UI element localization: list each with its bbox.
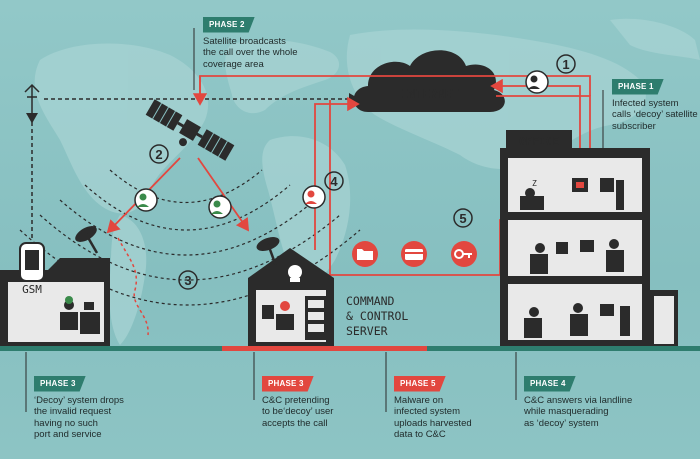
caption-line: having no such bbox=[34, 417, 98, 429]
caption-line: uploads harvested bbox=[394, 417, 472, 429]
server-label-line3: SERVER bbox=[346, 324, 388, 338]
caption-line: while masquerading bbox=[524, 406, 609, 417]
ground-line bbox=[0, 346, 700, 351]
caption-line: port and service bbox=[34, 429, 102, 440]
office-label: OFFICE bbox=[519, 135, 559, 148]
caption-line: Infected system bbox=[612, 97, 679, 109]
phase5-tag: PHASE 5 bbox=[394, 376, 446, 392]
step-markers: 1 2 3 4 5 bbox=[149, 54, 576, 290]
caption-line: coverage area bbox=[203, 58, 264, 70]
dropped-signal bbox=[117, 237, 149, 336]
caption-line: infected system bbox=[394, 406, 460, 417]
gsm-label: GSM bbox=[22, 283, 42, 296]
caption-phase5: PHASE 5 Malware on infected system uploa… bbox=[394, 376, 472, 441]
caption-line: data to C&C bbox=[394, 429, 446, 440]
phase2-tag: PHASE 2 bbox=[203, 17, 255, 33]
caption-phase3-gsm: PHASE 3 ‘Decoy’ system drops the invalid… bbox=[34, 376, 124, 441]
server-label-line2: & CONTROL bbox=[346, 309, 408, 323]
caption-line: Satellite broadcasts bbox=[203, 35, 286, 47]
caption-phase2-top: PHASE 2 Satellite broadcasts the call ov… bbox=[203, 17, 298, 70]
internet-label: INTERNET bbox=[401, 87, 459, 101]
caption-line: calls ‘decoy’ satellite bbox=[612, 109, 698, 120]
caption-line: accepts the call bbox=[262, 417, 328, 429]
server-label-line1: COMMAND bbox=[346, 294, 395, 308]
phase1-tag: PHASE 1 bbox=[612, 79, 664, 95]
cnc-server-building bbox=[248, 237, 334, 346]
step-4: 4 bbox=[330, 174, 338, 189]
phase3-tag: PHASE 3 bbox=[262, 376, 314, 392]
phase4-tag: PHASE 4 bbox=[524, 376, 576, 392]
caption-line: C&C answers via landline bbox=[524, 394, 633, 406]
step-5: 5 bbox=[459, 211, 466, 226]
caption-line: ‘Decoy’ system drops bbox=[34, 394, 124, 406]
sleeping-zzz: Z bbox=[532, 179, 537, 188]
caption-line: C&C pretending bbox=[262, 394, 330, 406]
internet-cloud bbox=[353, 50, 505, 112]
office-building bbox=[500, 130, 678, 346]
phase3-tag: PHASE 3 bbox=[34, 376, 86, 392]
caption-line: the invalid request bbox=[34, 406, 112, 417]
step-1: 1 bbox=[562, 57, 569, 72]
caption-line: subscriber bbox=[612, 120, 656, 132]
caller-icons bbox=[134, 70, 549, 219]
caption-line: as ‘decoy’ system bbox=[524, 417, 599, 429]
step-3: 3 bbox=[184, 273, 191, 288]
caption-phase3-cnc: PHASE 3 C&C pretending to be‘decoy’ user… bbox=[262, 376, 333, 429]
caption-line: Malware on bbox=[394, 394, 444, 406]
caption-phase4: PHASE 4 C&C answers via landline while m… bbox=[524, 376, 632, 429]
satellite-icon bbox=[145, 99, 235, 161]
caption-line: to be‘decoy’ user bbox=[262, 406, 334, 417]
gsm-building bbox=[0, 226, 110, 346]
step-2: 2 bbox=[155, 147, 162, 162]
caption-line: the call over the whole bbox=[203, 47, 298, 58]
caption-phase1-top: PHASE 1 Infected system calls ‘decoy’ sa… bbox=[612, 79, 698, 132]
upload-data-icons bbox=[352, 241, 477, 267]
